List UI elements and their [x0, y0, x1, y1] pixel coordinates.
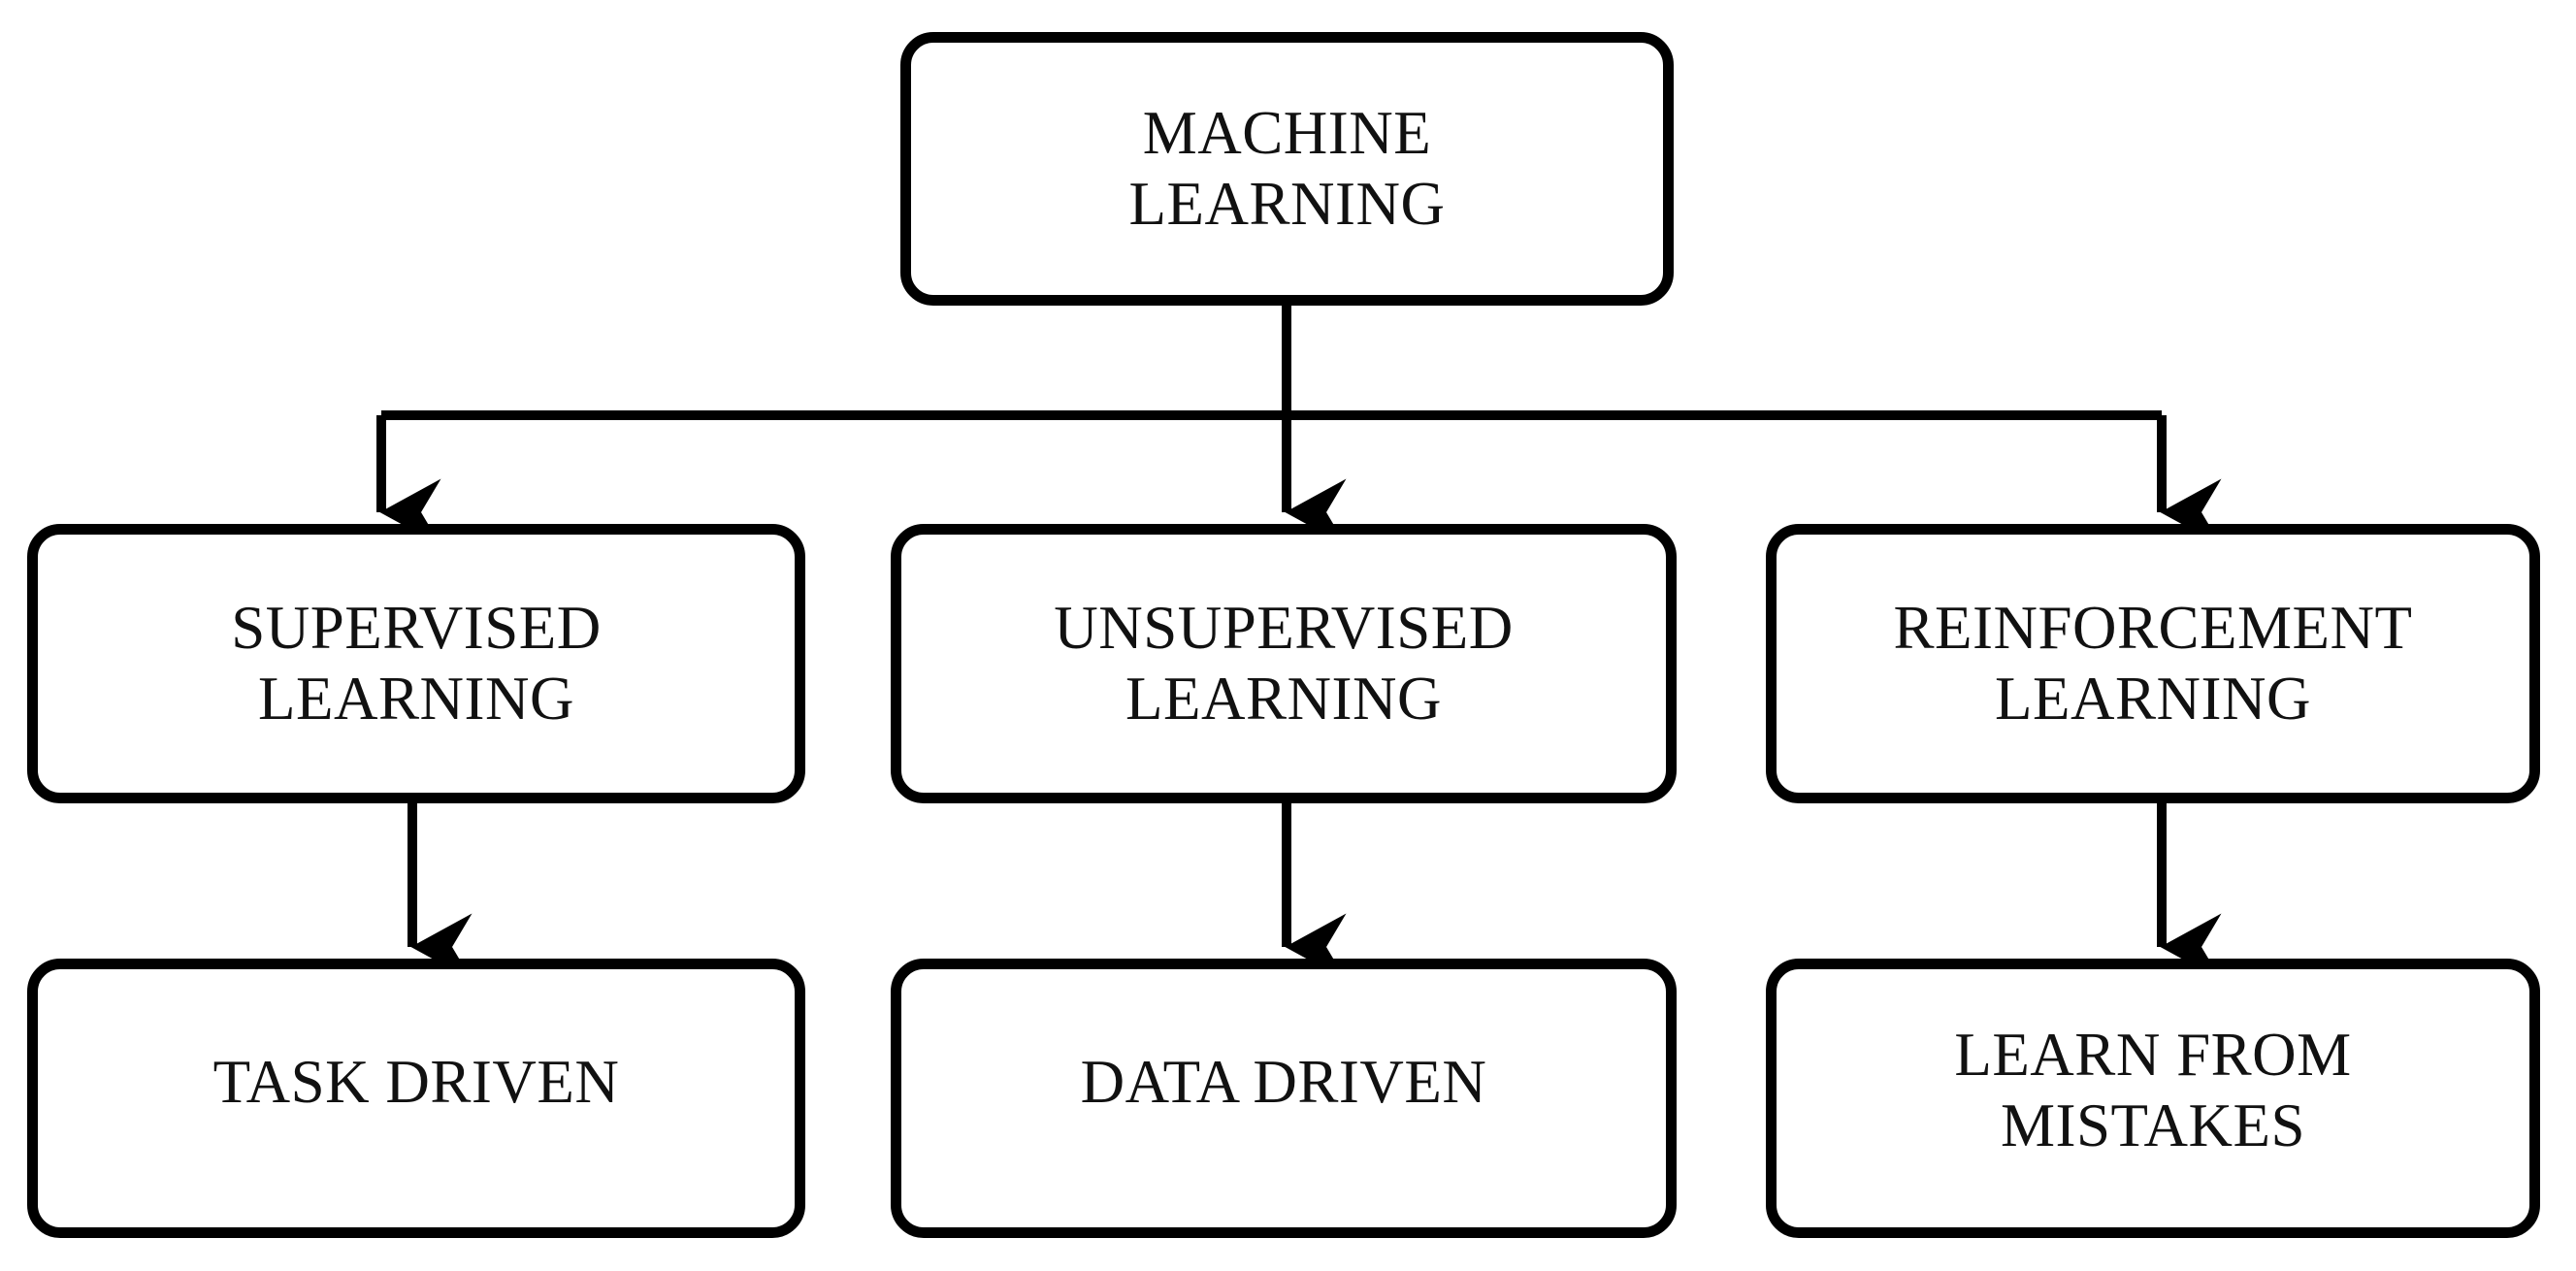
node-label-supervised-learning: SUPERVISED LEARNING [231, 593, 602, 733]
node-label-data-driven: DATA DRIVEN [1080, 1048, 1487, 1117]
node-label-learn-from-mistakes: LEARN FROM MISTAKES [1954, 1020, 2352, 1159]
node-machine-learning[interactable]: MACHINE LEARNING [900, 32, 1674, 306]
node-supervised-learning[interactable]: SUPERVISED LEARNING [27, 524, 805, 803]
node-label-task-driven: TASK DRIVEN [212, 1048, 620, 1117]
node-label-unsupervised-learning: UNSUPERVISED LEARNING [1054, 593, 1514, 733]
node-task-driven[interactable]: TASK DRIVEN [27, 959, 805, 1238]
node-data-driven[interactable]: DATA DRIVEN [891, 959, 1677, 1238]
node-learn-from-mistakes[interactable]: LEARN FROM MISTAKES [1766, 959, 2540, 1238]
node-reinforcement-learning[interactable]: REINFORCEMENT LEARNING [1766, 524, 2540, 803]
node-unsupervised-learning[interactable]: UNSUPERVISED LEARNING [891, 524, 1677, 803]
node-label-reinforcement-learning: REINFORCEMENT LEARNING [1893, 593, 2413, 733]
node-label-machine-learning: MACHINE LEARNING [1128, 98, 1446, 238]
